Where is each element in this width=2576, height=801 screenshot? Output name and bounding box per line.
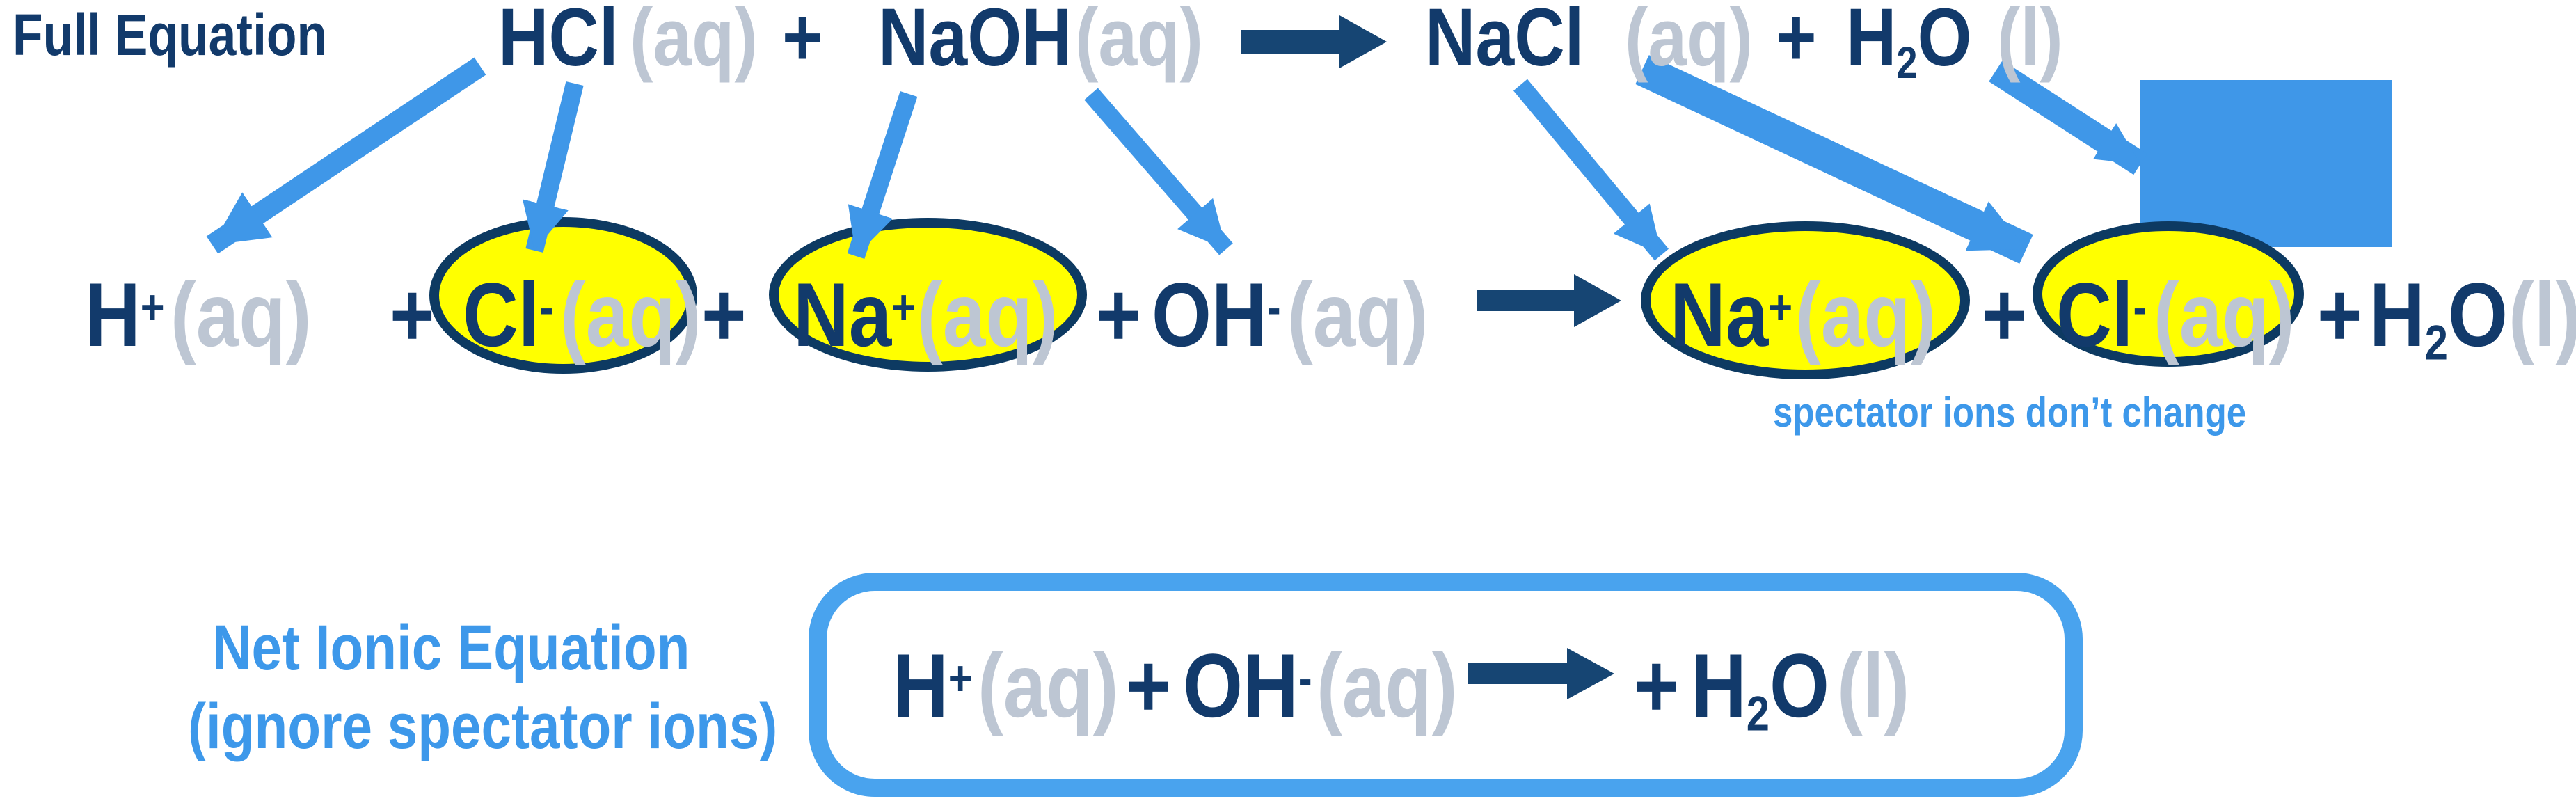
spectator-ions-note: spectator ions don’t change [1773, 389, 2247, 436]
net-ion-oh-minus: OH- [1183, 640, 1312, 731]
h2o-h: H [1846, 0, 1897, 84]
cl-ion-charge: - [539, 279, 554, 335]
state-aq-na-right: (aq) [1795, 264, 1937, 365]
state-aq-cl-right: (aq) [2154, 264, 2295, 365]
net-h-symbol: H [893, 635, 948, 736]
net-h2o-o: O [1769, 635, 1829, 736]
net-state-aq-h: (aq) [978, 635, 1119, 736]
oh-ion-symbol: OH [1152, 264, 1267, 365]
na-ion-symbol: Na [793, 264, 892, 365]
state-l-h2o-top: (l) [1997, 0, 2063, 84]
na-ion-symbol-right: Na [1670, 264, 1769, 365]
ion-na-plus-left: Na+ [793, 269, 916, 360]
ion-oh-minus: OH- [1152, 269, 1281, 360]
formula-h2o-top: H2O [1846, 0, 1972, 86]
net-plus-2: + [1634, 635, 1679, 736]
formula-hcl: HCl [498, 0, 619, 79]
arrow-nacl-to-cl-ion [1635, 55, 2033, 264]
plus-mid-4: + [1982, 264, 2027, 365]
state-aq-naoh: (aq) [1075, 0, 1203, 84]
spectator-highlight-cl-right [2033, 221, 2304, 367]
net-h-charge: + [948, 650, 973, 706]
ion-cl-minus-right: Cl- [2056, 269, 2147, 360]
plus-top-1: + [782, 0, 823, 84]
arrow-hcl-to-cl-ion [523, 81, 584, 253]
net-ionic-heading-line2: (ignore spectator ions) [188, 691, 778, 762]
ion-h-plus: H+ [85, 269, 165, 360]
arrow-h2o-to-square [1989, 60, 2147, 175]
h-ion-charge: + [140, 279, 165, 335]
formula-nacl: NaCl [1425, 0, 1584, 84]
na-ion-charge-right: + [1768, 279, 1793, 335]
plus-mid-5: + [2317, 264, 2362, 365]
net-oh-symbol: OH [1183, 635, 1298, 736]
state-aq-oh: (aq) [1287, 264, 1429, 365]
na-ion-charge: + [891, 279, 916, 335]
arrow-naoh-to-oh-ion [1084, 88, 1233, 255]
ion-cl-minus-left: Cl- [463, 269, 553, 360]
h2o-mid-h: H [2369, 264, 2425, 365]
state-aq-cl-left: (aq) [560, 264, 701, 365]
net-ionic-heading-line1: Net Ionic Equation [212, 612, 690, 683]
reaction-arrow-net-ionic [1468, 648, 1614, 699]
arrow-nacl-to-na-ion [1513, 79, 1669, 261]
full-equation-label: Full Equation [13, 2, 328, 68]
cl-ion-charge-right: - [2133, 279, 2147, 335]
plus-mid-3: + [1096, 264, 1141, 365]
cl-ion-symbol: Cl [463, 264, 540, 365]
formula-naoh: NaOH [878, 0, 1072, 84]
net-ion-h-plus: H+ [893, 640, 973, 731]
reaction-arrow-middle [1477, 274, 1621, 327]
hcl-text: HCl [498, 0, 619, 84]
arrow-naoh-to-na-ion [847, 90, 918, 260]
plus-top-2: + [1776, 0, 1817, 84]
blue-cover-square [2140, 80, 2392, 247]
state-l-h2o-mid: (l) [2509, 264, 2576, 365]
ion-na-plus-right: Na+ [1670, 269, 1792, 360]
state-aq-na-left: (aq) [917, 264, 1058, 365]
net-state-l-h2o: (l) [1837, 635, 1910, 736]
net-ionic-equation-box [809, 573, 2083, 797]
net-h2o-h: H [1691, 635, 1747, 736]
cl-ion-symbol-right: Cl [2056, 264, 2133, 365]
h2o-subscript-2: 2 [1896, 37, 1918, 88]
plus-mid-1: + [390, 264, 435, 365]
net-h2o-subscript-2: 2 [1746, 685, 1770, 741]
net-state-aq-oh: (aq) [1317, 635, 1458, 736]
state-aq-hcl: (aq) [630, 0, 758, 84]
reaction-arrow-top [1241, 15, 1387, 68]
formula-h2o-mid: H2O [2369, 269, 2508, 367]
state-aq-nacl: (aq) [1625, 0, 1753, 84]
h2o-mid-o: O [2447, 264, 2508, 365]
net-plus-1: + [1126, 635, 1171, 736]
net-formula-h2o: H2O [1691, 640, 1829, 738]
h2o-mid-subscript-2: 2 [2424, 315, 2448, 370]
state-aq-h-ion: (aq) [170, 264, 312, 365]
h-ion-symbol: H [85, 264, 141, 365]
net-oh-charge: - [1298, 650, 1312, 706]
arrow-hcl-to-h-ion [206, 57, 486, 254]
oh-ion-charge: - [1266, 279, 1281, 335]
h2o-o: O [1917, 0, 1972, 84]
plus-mid-2: + [701, 264, 747, 365]
